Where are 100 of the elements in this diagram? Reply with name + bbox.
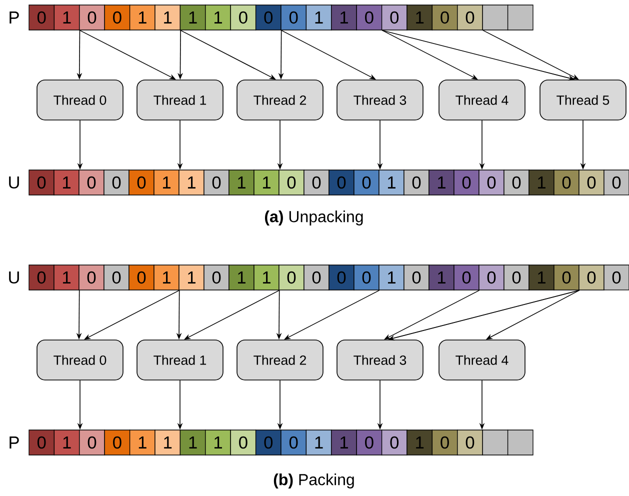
- bit-cell: 0: [504, 170, 530, 196]
- bit-cell: 0: [28, 264, 54, 290]
- bit-cell: 1: [54, 4, 80, 30]
- bit-cell: 0: [554, 264, 580, 290]
- bit-cell: 0: [457, 430, 483, 456]
- bit-cell: 0: [381, 430, 408, 456]
- bit-cell: 1: [178, 170, 204, 196]
- bit-cell: 0: [354, 170, 380, 196]
- bit-cell: 0: [478, 170, 504, 196]
- bit-cell: 0: [604, 264, 629, 290]
- thread-box: Thread 1: [136, 340, 224, 380]
- bit-cell: 0: [381, 4, 408, 30]
- bit-cell: 0: [280, 430, 307, 456]
- bit-cell: 1: [254, 170, 280, 196]
- bit-cell: 1: [205, 4, 231, 30]
- bit-cell: 0: [454, 264, 480, 290]
- thread-box: Thread 2: [236, 80, 324, 120]
- bit-cell: 0: [78, 264, 104, 290]
- bit-cell: 1: [154, 430, 181, 456]
- bit-cell: 0: [328, 170, 354, 196]
- bit-cell: 1: [54, 170, 80, 196]
- bit-cell: 0: [328, 264, 354, 290]
- bit-cell: 0: [304, 170, 330, 196]
- bit-cell: 0: [78, 170, 104, 196]
- bit-cell: 1: [129, 4, 156, 30]
- bit-cell: 0: [404, 264, 430, 290]
- bit-cell: 0: [432, 4, 458, 30]
- bit-cell: 1: [154, 264, 180, 290]
- bit-cell: 1: [528, 264, 554, 290]
- bit-cell: 1: [378, 170, 404, 196]
- bit-cell: 1: [428, 170, 454, 196]
- bit-cell: 0: [578, 170, 604, 196]
- bit-cell: 1: [180, 430, 206, 456]
- bit-cell: 0: [255, 430, 282, 456]
- bit-cell: 0: [278, 264, 304, 290]
- bit-cell: 1: [154, 170, 180, 196]
- bit-cell: 1: [331, 4, 357, 30]
- bit-cell: 1: [154, 4, 181, 30]
- bit-cell: 0: [28, 430, 55, 456]
- bit-cell: 0: [432, 430, 458, 456]
- bit-cell: 0: [604, 170, 629, 196]
- bit-cell: 0: [79, 430, 105, 456]
- bit-cell: 0: [204, 264, 230, 290]
- bit-cell: 1: [331, 430, 357, 456]
- bit-cell: 0: [255, 4, 282, 30]
- caption: (b) Packing: [274, 474, 354, 488]
- bit-cell: 0: [104, 264, 130, 290]
- bit-cell: 1: [180, 4, 206, 30]
- bit-cell: 0: [356, 430, 382, 456]
- bit-cell: 1: [54, 264, 80, 290]
- bit-cell: 0: [457, 4, 483, 30]
- bit-cell: 1: [178, 264, 204, 290]
- bit-cell: 0: [280, 4, 307, 30]
- bit-cell: 1: [205, 430, 231, 456]
- bit-cell: 1: [228, 264, 254, 290]
- bit-cell: 0: [504, 264, 530, 290]
- bit-cell: 0: [204, 170, 230, 196]
- bit-cell: 1: [306, 4, 332, 30]
- bit-cell: 0: [554, 170, 580, 196]
- row-label: P: [10, 12, 19, 24]
- bit-cell: 1: [428, 264, 454, 290]
- thread-box: Thread 2: [236, 340, 324, 380]
- row-label: U: [9, 271, 19, 284]
- bit-cell: 0: [304, 264, 330, 290]
- row-label: U: [9, 176, 19, 189]
- bit-cell: 0: [28, 170, 54, 196]
- bit-cell: 1: [306, 430, 332, 456]
- bit-cell: 1: [406, 430, 433, 456]
- bit-cell: 0: [230, 4, 256, 30]
- bit-cell: 0: [128, 170, 154, 196]
- bit-cell: 0: [230, 430, 256, 456]
- bit-cell: 0: [454, 170, 480, 196]
- bit-cell: 0: [104, 430, 130, 456]
- thread-box: Thread 4: [438, 340, 526, 380]
- thread-box: Thread 1: [136, 80, 224, 120]
- thread-box: Thread 3: [336, 340, 424, 380]
- bit-cell: 0: [104, 170, 130, 196]
- bit-cell: 1: [378, 264, 404, 290]
- thread-box: Thread 3: [336, 80, 424, 120]
- bit-cell: 0: [578, 264, 604, 290]
- bit-cell: 0: [404, 170, 430, 196]
- bit-cell: 1: [254, 264, 280, 290]
- bit-cell: 1: [228, 170, 254, 196]
- bit-cell: 0: [478, 264, 504, 290]
- bit-cell: 0: [128, 264, 154, 290]
- bit-cell: 0: [354, 264, 380, 290]
- thread-box: Thread 0: [36, 340, 124, 380]
- caption: (a) Unpacking: [265, 210, 363, 226]
- bit-cell: 1: [54, 430, 80, 456]
- thread-box: Thread 0: [36, 80, 124, 120]
- bit-cell: 0: [356, 4, 382, 30]
- bit-cell: 0: [79, 4, 105, 30]
- bit-cell: 1: [129, 430, 156, 456]
- thread-box: Thread 4: [438, 80, 526, 120]
- bit-cell: 1: [528, 170, 554, 196]
- bit-cell: 0: [104, 4, 130, 30]
- row-label: P: [10, 436, 19, 448]
- bit-cell: 0: [278, 170, 304, 196]
- bit-cell: 1: [406, 4, 433, 30]
- bit-cell: 0: [28, 4, 55, 30]
